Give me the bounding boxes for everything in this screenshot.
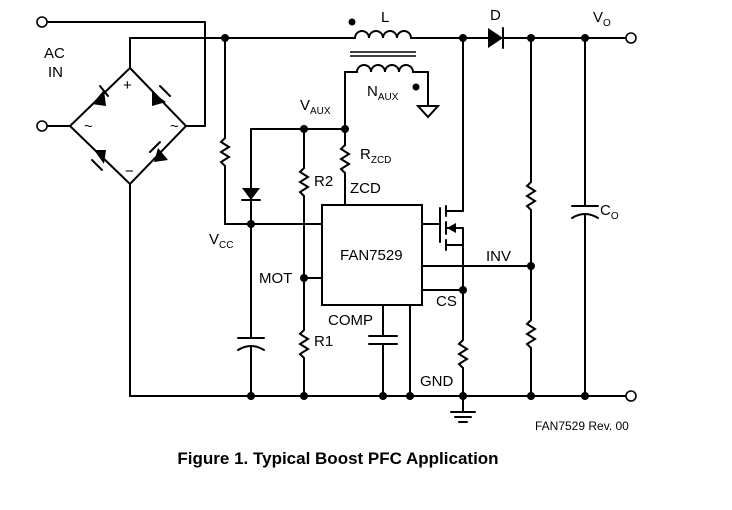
output-return-terminal	[625, 390, 637, 402]
rectified-rail	[129, 34, 356, 228]
co-label: CO	[600, 202, 619, 222]
ac-terminal-bottom	[36, 120, 48, 132]
bridge-minus-label: −	[125, 163, 134, 180]
bridge-ac-right-label: ~	[170, 118, 179, 135]
ic-label: FAN7529	[340, 247, 403, 264]
ground-rail	[129, 183, 637, 423]
inductor-l: L	[348, 9, 489, 57]
vo-terminal	[625, 32, 637, 44]
bridge-rectifier: + − ~ ~	[68, 66, 188, 186]
bridge-ac-left-label: ~	[84, 118, 93, 135]
startup-resistor	[219, 137, 231, 167]
feedback-resistor-bottom	[525, 319, 537, 349]
cs-pin-label: CS	[436, 293, 457, 310]
mot-label: MOT	[259, 270, 292, 287]
ic-fan7529: FAN7529 COMP GND	[321, 204, 454, 397]
figure-caption: Figure 1. Typical Boost PFC Application	[0, 449, 732, 469]
vaux-node: VAUX RZCD ZCD	[241, 71, 391, 225]
diode-label: D	[490, 7, 501, 24]
vcc-capacitor: VCC	[209, 223, 265, 397]
vaux-label: VAUX	[300, 97, 331, 117]
inv-feedback: INV	[421, 34, 537, 397]
vcc-label: VCC	[209, 231, 233, 251]
gnd-pin-label: GND	[420, 373, 454, 390]
current-sense: CS	[421, 286, 469, 397]
rzcd-resistor	[339, 144, 351, 174]
figure-caption-text: Figure 1. Typical Boost PFC Application	[177, 449, 499, 468]
ac-terminal-top	[36, 16, 48, 28]
mosfet	[421, 34, 467, 291]
ac-input	[36, 16, 206, 132]
rzcd-label: RZCD	[360, 146, 391, 166]
r2-label: R2	[314, 173, 333, 190]
r1-resistor	[298, 329, 310, 359]
naux-label: NAUX	[367, 83, 399, 103]
revision-label: FAN7529 Rev. 00	[535, 419, 629, 433]
ac-in-label-line2: IN	[48, 64, 63, 81]
feedback-resistor-top	[525, 181, 537, 211]
inv-pin-label: INV	[486, 248, 511, 265]
ac-in-label-line1: AC	[44, 45, 65, 62]
r1-label: R1	[314, 333, 333, 350]
comp-pin-label: COMP	[328, 312, 373, 329]
mot-divider: R2 MOT R1	[259, 128, 333, 397]
bridge-plus-label: +	[123, 77, 132, 94]
sense-resistor	[457, 339, 469, 369]
r2-resistor	[298, 167, 310, 197]
zcd-pin-label: ZCD	[350, 180, 381, 197]
aux-winding: NAUX	[344, 64, 441, 119]
vo-label: VO	[593, 9, 611, 29]
inductor-label: L	[381, 9, 389, 26]
output-stage: D VO CO	[462, 7, 637, 400]
